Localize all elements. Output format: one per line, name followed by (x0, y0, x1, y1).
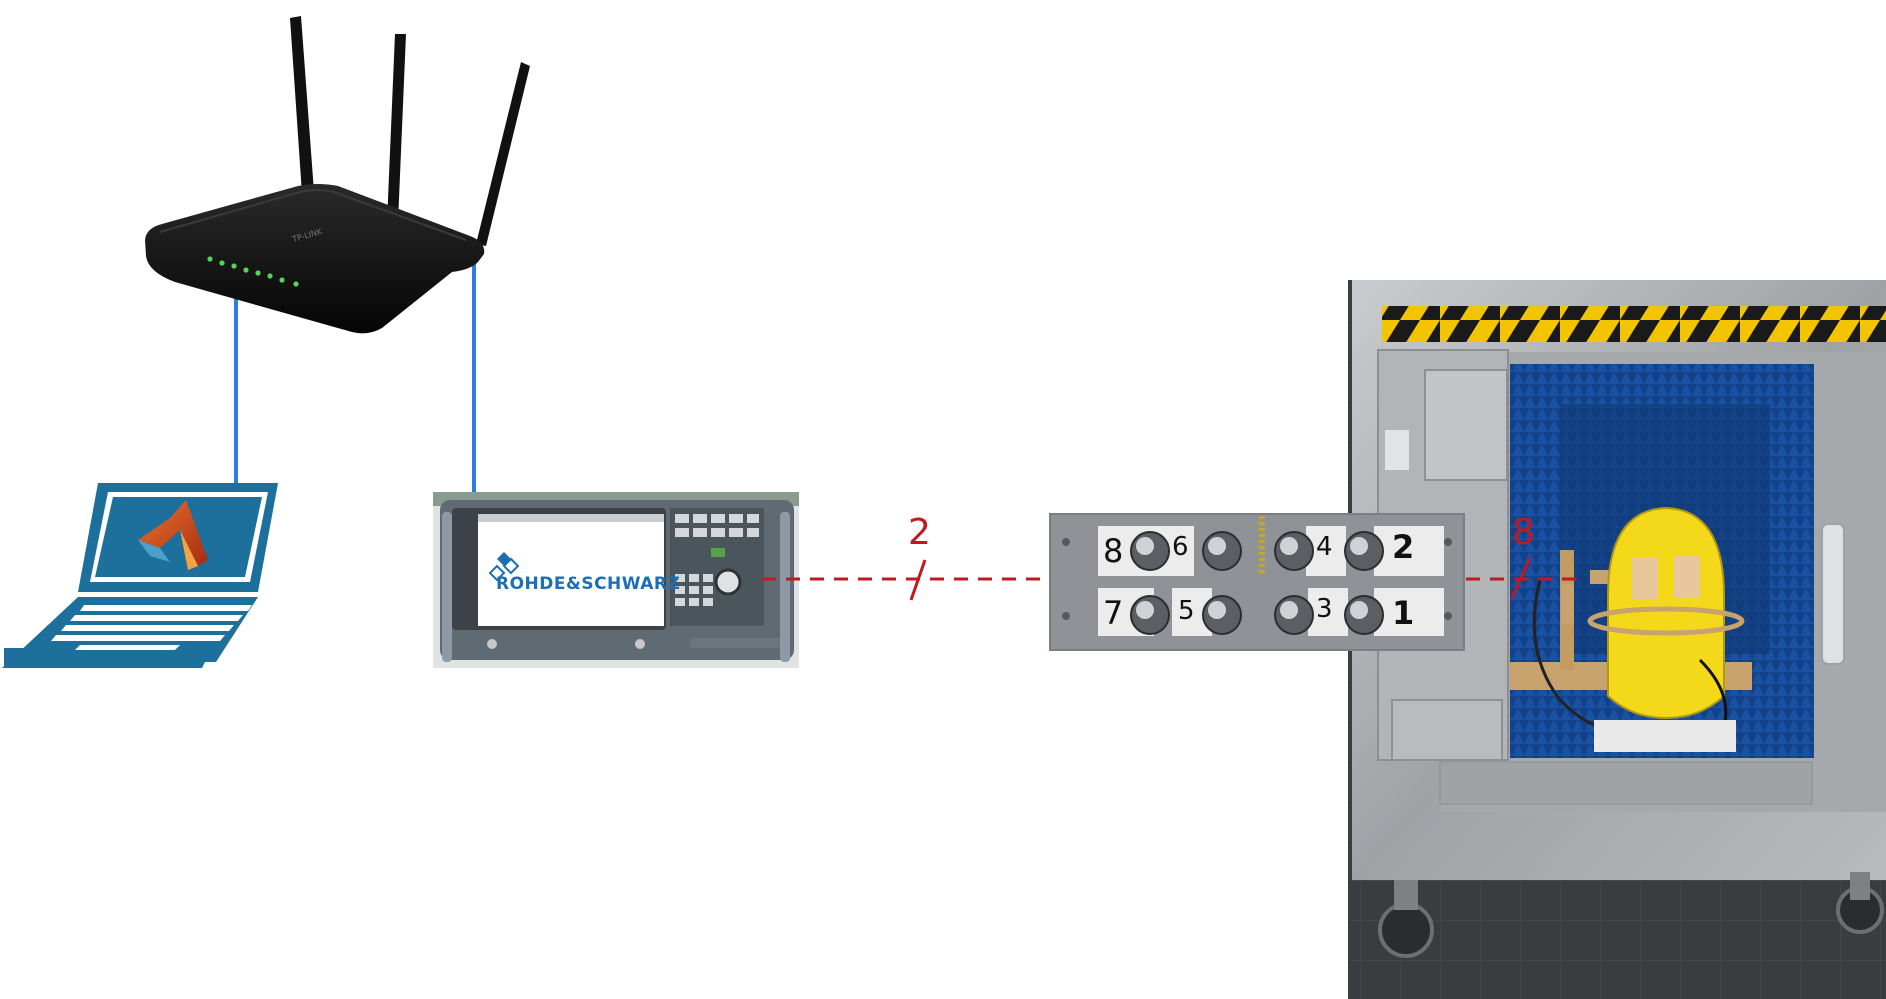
port-label-8: 8 (1103, 532, 1123, 570)
port-label-3: 3 (1316, 594, 1333, 624)
link-label-chamber: 8 (1512, 512, 1535, 553)
port-label-7: 7 (1103, 594, 1123, 632)
port-label-5: 5 (1178, 596, 1195, 626)
port-label-2: 2 (1392, 528, 1414, 566)
laptop-icon (2, 483, 278, 668)
port-label-4: 4 (1316, 532, 1333, 562)
port-label-6: 6 (1172, 532, 1189, 562)
port-label-1: 1 (1392, 594, 1414, 632)
link-label-analyzer: 2 (908, 512, 931, 553)
analyzer-brand-label: ROHDE&SCHWARZ (496, 574, 680, 594)
